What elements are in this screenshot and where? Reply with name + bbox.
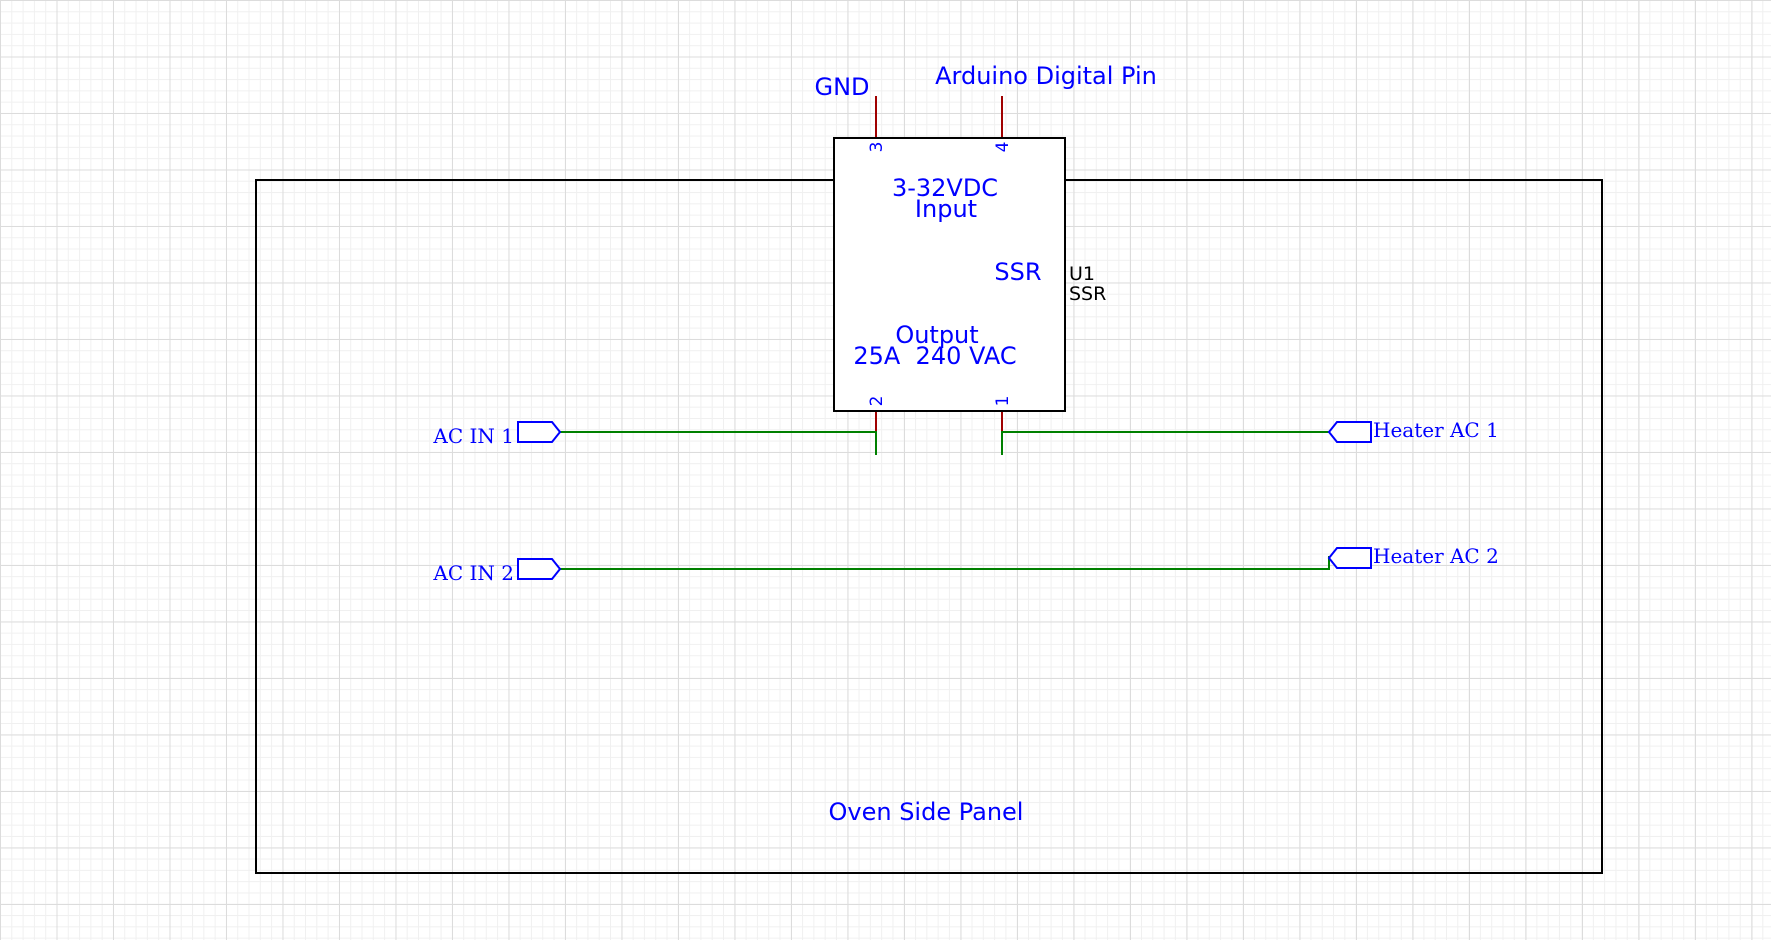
ssr-output-rating-text: 25A 240 VAC	[853, 342, 1016, 370]
port-heater-ac-2-symbol[interactable]	[1327, 547, 1372, 569]
pin-number-3: 3	[867, 142, 887, 153]
pin-number-2: 2	[867, 396, 887, 407]
port-heater-ac-1-label: Heater AC 1	[1373, 418, 1499, 442]
pin-number-4: 4	[993, 142, 1013, 153]
component-value: SSR	[1069, 283, 1106, 305]
gnd-label: GND	[814, 73, 869, 101]
ssr-input-voltage-text: 3-32VDC	[892, 174, 998, 202]
ssr-input-text: Input	[915, 195, 977, 223]
arduino-pin-label: Arduino Digital Pin	[935, 62, 1157, 90]
port-ac-in-2-label: AC IN 2	[432, 561, 514, 585]
ssr-body-label: SSR	[994, 258, 1041, 286]
port-heater-ac-1-symbol[interactable]	[1327, 421, 1372, 443]
wire-heater-ac-1[interactable]	[1001, 431, 1329, 455]
panel-label: Oven Side Panel	[829, 798, 1024, 826]
wire-ac-in-2-to-heater-ac-2[interactable]	[560, 556, 1330, 570]
port-ac-in-1-symbol[interactable]	[517, 421, 562, 443]
port-ac-in-1-label: AC IN 1	[432, 424, 514, 448]
wire-ac-in-1[interactable]	[560, 431, 877, 455]
port-heater-ac-2-label: Heater AC 2	[1373, 544, 1499, 568]
component-designator: U1	[1069, 263, 1095, 285]
port-ac-in-2-symbol[interactable]	[517, 558, 562, 580]
pin-number-1: 1	[993, 396, 1013, 407]
ssr-component-body[interactable]	[833, 137, 1066, 412]
ssr-output-text: Output	[895, 321, 978, 349]
